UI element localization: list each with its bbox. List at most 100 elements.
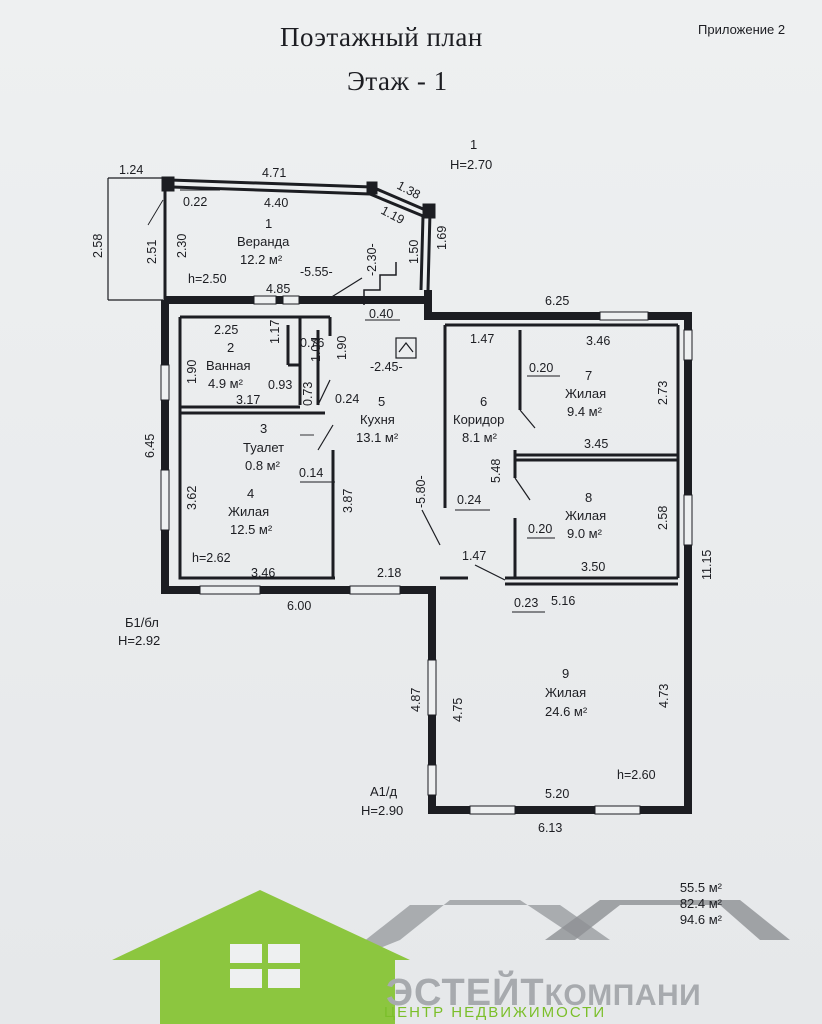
room7-num: 7 <box>585 368 592 383</box>
inner-walls <box>178 315 680 586</box>
annex-b-height: H=2.92 <box>118 633 160 648</box>
brand-name-big: ЭСТЕЙТ <box>386 972 545 1014</box>
dim-1-24: 1.24 <box>119 163 143 177</box>
veranda-walls <box>161 176 436 300</box>
dim-0-14: 0.14 <box>299 466 323 480</box>
dim-0-20-b: 0.20 <box>528 522 552 536</box>
dim-3-46-b: 3.46 <box>251 566 275 580</box>
dim-0-93: 0.93 <box>268 378 292 392</box>
dim-6-25: 6.25 <box>545 294 569 308</box>
dim-1-90-b: 1.90 <box>335 336 349 360</box>
room5-name: Кухня <box>360 412 395 427</box>
room4-num: 4 <box>247 486 254 501</box>
dim-3-50: 3.50 <box>581 560 605 574</box>
dim-3-17: 3.17 <box>236 393 260 407</box>
room9-num: 9 <box>562 666 569 681</box>
room8-area: 9.0 м² <box>567 526 603 541</box>
dim-5-20: 5.20 <box>545 787 569 801</box>
room7-area: 9.4 м² <box>567 404 603 419</box>
room9-name: Жилая <box>545 685 586 700</box>
annex-a-height: H=2.90 <box>361 803 403 818</box>
dim-1-50: 1.50 <box>407 240 421 264</box>
room6-area: 8.1 м² <box>462 430 498 445</box>
dim-2-25: 2.25 <box>214 323 238 337</box>
dim-1-17: 1.17 <box>268 320 282 344</box>
dim-2-73: 2.73 <box>656 381 670 405</box>
dim-0-20-a: 0.20 <box>529 361 553 375</box>
dim-4-75: 4.75 <box>451 698 465 722</box>
dim-4-40: 4.40 <box>264 196 288 210</box>
room1-num: 1 <box>265 216 272 231</box>
dim-2-58-a: 2.58 <box>91 234 105 258</box>
gray-roof-shape <box>330 900 610 968</box>
dim-0-73: 0.73 <box>301 382 315 406</box>
dim-3-62: 3.62 <box>185 486 199 510</box>
room6-name: Коридор <box>453 412 504 427</box>
room3-name: Туалет <box>243 440 284 455</box>
brand-tagline: ЦЕНТР НЕДВИЖИМОСТИ <box>384 1004 607 1021</box>
gray-roof-shape-2 <box>545 900 790 940</box>
door-swings <box>317 277 536 581</box>
room4-area: 12.5 м² <box>230 522 273 537</box>
appendix-label: Приложение 2 <box>698 22 786 37</box>
dim-1-04: 1.04 <box>309 338 323 362</box>
dim-0-23: 0.23 <box>514 596 538 610</box>
room9-height: h=2.60 <box>617 768 656 782</box>
room1-name: Веранда <box>237 234 290 249</box>
dim-2-58-b: 2.58 <box>656 506 670 530</box>
dim-4-73: 4.73 <box>657 684 671 708</box>
dim-5-48: 5.48 <box>489 459 503 483</box>
annex-b-name: Б1/бл <box>125 615 159 630</box>
dim-1-47-a: 1.47 <box>470 332 494 346</box>
dim-1-90-a: 1.90 <box>185 360 199 384</box>
dim-0-24-a: 0.24 <box>335 392 359 406</box>
brand-logo <box>112 890 790 1024</box>
window-openings <box>160 295 693 815</box>
dim-4-71: 4.71 <box>262 166 286 180</box>
room5-area: 13.1 м² <box>356 430 399 445</box>
area-total-living: 55.5 м² <box>679 880 722 895</box>
area-total-general: 82.4 м² <box>679 896 722 911</box>
room6-num: 6 <box>480 394 487 409</box>
dim-0-24-b: 0.24 <box>457 493 481 507</box>
floor-title: Этаж - 1 <box>347 66 448 96</box>
dim-6-00: 6.00 <box>287 599 311 613</box>
plan-title: Поэтажный план <box>280 22 483 52</box>
brand-name: ЭСТЕЙТКОМПАНИ <box>386 972 701 1015</box>
level-4: -5.80- <box>414 475 428 508</box>
dim-0-22: 0.22 <box>183 195 207 209</box>
room3-area: 0.8 м² <box>245 458 281 473</box>
room2-name: Ванная <box>206 358 251 373</box>
stairs-icon <box>363 262 397 305</box>
building-number: 1 <box>470 137 477 152</box>
level-1: -5.55- <box>300 265 333 279</box>
room5-num: 5 <box>378 394 385 409</box>
dim-4-85: 4.85 <box>266 282 290 296</box>
room8-name: Жилая <box>565 508 606 523</box>
room2-area: 4.9 м² <box>208 376 244 391</box>
building-height: H=2.70 <box>450 157 492 172</box>
dim-3-87: 3.87 <box>341 489 355 513</box>
level-3: -2.45- <box>370 360 403 374</box>
room8-num: 8 <box>585 490 592 505</box>
level-2: -2.30- <box>365 243 379 276</box>
dim-5-16: 5.16 <box>551 594 575 608</box>
room7-name: Жилая <box>565 386 606 401</box>
dim-3-45: 3.45 <box>584 437 608 451</box>
room4-name: Жилая <box>228 504 269 519</box>
dim-1-69: 1.69 <box>435 226 449 250</box>
room3-num: 3 <box>260 421 267 436</box>
dim-11-15: 11.15 <box>700 550 714 580</box>
brand-name-small: КОМПАНИ <box>544 979 702 1012</box>
areas-summary: 55.5 м² 82.4 м² 94.6 м² <box>660 880 722 928</box>
dim-3-46-a: 3.46 <box>586 334 610 348</box>
dim-2-30: 2.30 <box>175 234 189 258</box>
dim-2-51: 2.51 <box>145 240 159 264</box>
room9-area: 24.6 м² <box>545 704 588 719</box>
room2-num: 2 <box>227 340 234 355</box>
room4-height: h=2.62 <box>192 551 231 565</box>
dim-4-87: 4.87 <box>409 688 423 712</box>
area-total-full: 94.6 м² <box>679 912 722 927</box>
